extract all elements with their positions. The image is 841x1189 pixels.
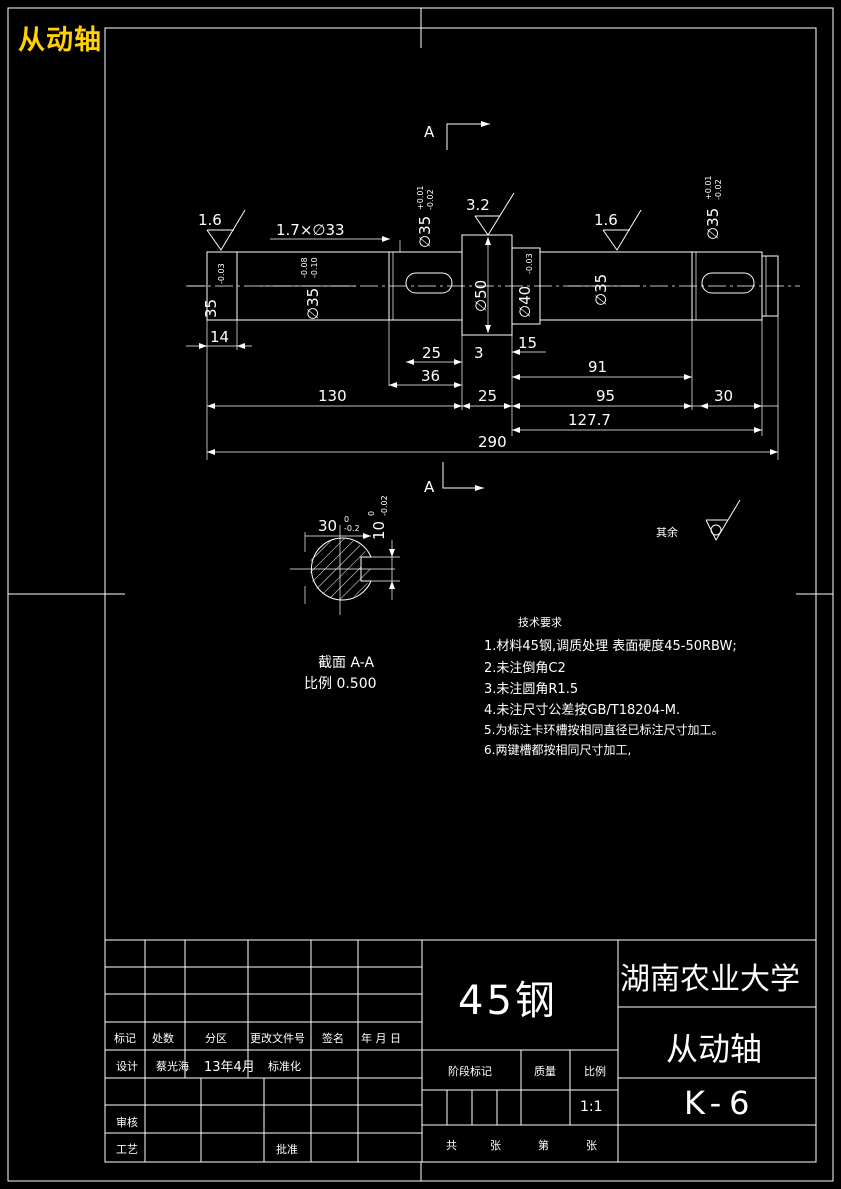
section-arrow-top: A — [424, 121, 490, 150]
diameter-right-35: ∅35 — [568, 274, 640, 306]
part-name: 从动轴 — [666, 1030, 763, 1068]
header-zone: 分区 — [205, 1032, 227, 1045]
rest-roughness-symbol — [705, 499, 741, 542]
svg-text:-0.03: -0.03 — [525, 253, 534, 274]
svg-text:-0.2: -0.2 — [344, 524, 360, 533]
dim-3: 3 — [474, 344, 484, 362]
sheet-unit-1: 张 — [490, 1139, 501, 1152]
roughness-symbol-3: 1.6 — [594, 209, 642, 251]
scale-label: 比例 — [584, 1065, 606, 1078]
svg-text:∅35: ∅35 — [704, 208, 722, 240]
dim-15: 15 — [518, 334, 537, 352]
diameter-35-left: ∅35 +0.01 -0.02 — [399, 185, 435, 252]
diameter-collar-50: ∅50 — [472, 237, 491, 333]
header-count: 处数 — [152, 1032, 174, 1045]
chamfer-dimension: 1.7×∅33 — [270, 221, 390, 242]
dim-130: 130 — [318, 387, 347, 405]
svg-text:∅40: ∅40 — [516, 286, 534, 318]
svg-text:-0.02: -0.02 — [714, 179, 723, 200]
svg-text:+0.01: +0.01 — [704, 175, 713, 200]
svg-text:-0.10: -0.10 — [310, 257, 319, 278]
svg-text:∅35: ∅35 — [416, 216, 434, 248]
dim-91: 91 — [588, 358, 607, 376]
sheet-unit-2: 张 — [586, 1139, 597, 1152]
svg-text:5.为标注卡环槽按相同直径已标注尺寸加工。: 5.为标注卡环槽按相同直径已标注尺寸加工。 — [484, 722, 723, 737]
keyway-right — [701, 272, 755, 294]
diameter-end-35: 35 -0.03 — [188, 263, 226, 318]
tech-requirements: 技术要求 1.材料45钢,调质处理 表面硬度45-50RBW; 2.未注倒角C2… — [484, 616, 737, 757]
section-label: 截面 A-A — [318, 655, 374, 671]
svg-text:-0.08: -0.08 — [300, 257, 309, 278]
drawing-number: K-6 — [684, 1084, 758, 1122]
svg-text:技术要求: 技术要求 — [518, 616, 562, 629]
svg-text:-0.02: -0.02 — [426, 189, 435, 210]
keyway-left — [405, 272, 453, 294]
dim-36: 36 — [421, 367, 440, 385]
svg-text:4.未注尺寸公差按GB/T18204-M.: 4.未注尺寸公差按GB/T18204-M. — [484, 703, 680, 718]
dim-30: 30 — [714, 387, 733, 405]
dim-290: 290 — [478, 433, 507, 451]
dim-127-7: 127.7 — [568, 411, 611, 429]
dim-14: 14 — [210, 328, 229, 346]
svg-text:2.未注倒角C2: 2.未注倒角C2 — [484, 661, 566, 676]
material-label: 45钢 — [458, 978, 558, 1024]
dim-25a: 25 — [422, 344, 441, 362]
stage-label: 阶段标记 — [448, 1065, 492, 1078]
svg-text:0: 0 — [344, 515, 349, 524]
sheet-total-label: 共 — [446, 1139, 457, 1152]
length-dimensions: 14 25 3 15 91 36 130 25 95 30 127.7 — [186, 316, 779, 460]
svg-text:1.6: 1.6 — [198, 211, 222, 229]
designer-name: 蔡光海 — [156, 1060, 189, 1073]
svg-text:∅35: ∅35 — [592, 274, 610, 306]
school-name: 湖南农业大学 — [620, 962, 800, 997]
section-letter-top: A — [424, 123, 435, 141]
section-arrow-bottom: A — [424, 462, 484, 496]
svg-text:-0.03: -0.03 — [217, 263, 226, 284]
svg-text:1.材料45钢,调质处理 表面硬度45-50RBW;: 1.材料45钢,调质处理 表面硬度45-50RBW; — [484, 638, 737, 654]
svg-text:∅50: ∅50 — [472, 280, 490, 312]
design-date: 13年4月 — [204, 1060, 255, 1075]
roughness-symbol-1: 1.6 — [198, 209, 246, 251]
scale-value: 1:1 — [580, 1099, 603, 1115]
process-label: 工艺 — [116, 1143, 138, 1156]
svg-text:∅35: ∅35 — [304, 288, 322, 320]
svg-text:30: 30 — [318, 517, 337, 535]
shaft-outline — [206, 234, 779, 336]
header-change-doc: 更改文件号 — [250, 1032, 305, 1045]
svg-text:3.未注圆角R1.5: 3.未注圆角R1.5 — [484, 682, 578, 697]
diameter-shaft-35: ∅35 -0.08 -0.10 — [260, 257, 356, 320]
svg-text:+0.01: +0.01 — [416, 185, 425, 210]
svg-text:6.两键槽都按相同尺寸加工,: 6.两键槽都按相同尺寸加工, — [484, 743, 631, 757]
sheet-no-label: 第 — [538, 1139, 549, 1152]
section-letter-bottom: A — [424, 478, 435, 496]
diameter-40: ∅40 -0.03 — [516, 253, 534, 318]
svg-text:10: 10 — [370, 521, 388, 540]
approve-label: 批准 — [276, 1143, 298, 1156]
drawing-title: 从动轴 — [18, 25, 102, 56]
dim-25b: 25 — [478, 387, 497, 405]
svg-text:1.6: 1.6 — [594, 211, 618, 229]
svg-text:3.2: 3.2 — [466, 196, 490, 214]
dim-95: 95 — [596, 387, 615, 405]
design-label: 设计 — [116, 1060, 138, 1073]
diameter-35-right: ∅35 +0.01 -0.02 — [704, 175, 723, 240]
svg-text:-0.02: -0.02 — [380, 495, 389, 516]
rest-roughness-label: 其余 — [656, 525, 678, 539]
standardize-label: 标准化 — [268, 1060, 301, 1073]
section-scale: 比例 0.500 — [304, 676, 377, 692]
header-date: 年 月 日 — [361, 1032, 401, 1045]
svg-text:1.7×∅33: 1.7×∅33 — [276, 221, 345, 239]
svg-text:0: 0 — [367, 511, 376, 516]
header-signature: 签名 — [322, 1032, 344, 1045]
section-view: 30 0 -0.2 10 0 -0.02 — [290, 495, 400, 615]
title-block-grid — [104, 939, 817, 1163]
review-label: 审核 — [116, 1116, 138, 1129]
svg-text:35: 35 — [202, 299, 220, 318]
weight-label: 质量 — [534, 1065, 556, 1078]
header-mark: 标记 — [114, 1032, 136, 1045]
roughness-symbol-2: 3.2 — [466, 192, 515, 236]
